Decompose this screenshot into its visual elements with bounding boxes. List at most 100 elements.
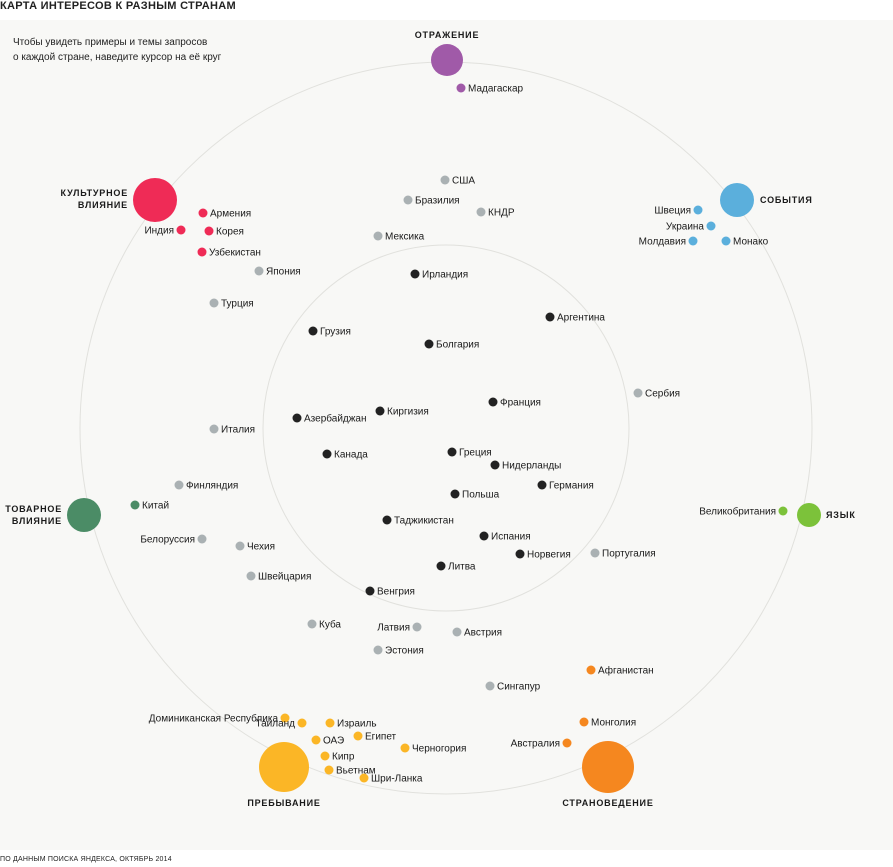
country-dot-мексика[interactable] — [373, 231, 383, 241]
country-dot-турция[interactable] — [209, 298, 219, 308]
category-label-trade: ТОВАРНОЕ — [5, 504, 62, 514]
country-label-турция: Турция — [221, 299, 254, 310]
country-dot-оаэ[interactable] — [311, 735, 321, 745]
country-label-австралия: Австралия — [511, 739, 560, 750]
category-hub-trade[interactable] — [67, 498, 101, 532]
country-dot-греция[interactable] — [447, 447, 457, 457]
country-label-молдавия: Молдавия — [639, 237, 686, 248]
country-dot-германия[interactable] — [537, 480, 547, 490]
category-label-reflection: ОТРАЖЕНИЕ — [415, 30, 480, 40]
category-hub-stay[interactable] — [259, 742, 309, 792]
country-dot-италия[interactable] — [209, 424, 219, 434]
category-hub-culture[interactable] — [133, 178, 177, 222]
country-dot-монголия[interactable] — [579, 717, 589, 727]
country-dot-литва[interactable] — [436, 561, 446, 571]
country-label-япония: Япония — [266, 267, 301, 278]
outer-ring — [79, 61, 813, 795]
country-label-австрия: Австрия — [464, 628, 502, 639]
country-dot-сербия[interactable] — [633, 388, 643, 398]
category-hub-events[interactable] — [720, 183, 754, 217]
country-dot-венгрия[interactable] — [365, 586, 375, 596]
country-dot-азербайджан[interactable] — [292, 413, 302, 423]
country-dot-чехия[interactable] — [235, 541, 245, 551]
country-label-болгария: Болгария — [436, 340, 479, 351]
country-label-нидерланды: Нидерланды — [502, 461, 561, 472]
country-dot-куба[interactable] — [307, 619, 317, 629]
country-dot-финляндия[interactable] — [174, 480, 184, 490]
country-dot-швейцария[interactable] — [246, 571, 256, 581]
country-label-сербия: Сербия — [645, 388, 680, 400]
country-dot-польша[interactable] — [450, 489, 460, 499]
country-dot-афганистан[interactable] — [586, 665, 596, 675]
country-label-грузия: Грузия — [320, 327, 351, 338]
country-label-куба: Куба — [319, 619, 341, 631]
country-label-таджикистан: Таджикистан — [394, 516, 454, 527]
country-label-германия: Германия — [549, 481, 594, 492]
category-hub-country_studies[interactable] — [582, 741, 634, 793]
country-dot-корея[interactable] — [204, 226, 214, 236]
country-dot-китай[interactable] — [130, 500, 140, 510]
country-dot-израиль[interactable] — [325, 718, 335, 728]
country-dot-сша[interactable] — [440, 175, 450, 185]
country-dot-египет[interactable] — [353, 731, 363, 741]
country-dot-украина[interactable] — [706, 221, 716, 231]
country-label-кипр: Кипр — [332, 752, 355, 763]
country-dot-узбекистан[interactable] — [197, 247, 207, 257]
country-dot-ирландия[interactable] — [410, 269, 420, 279]
country-dot-шри-ланка[interactable] — [359, 773, 369, 783]
country-dot-доминиканская-республика[interactable] — [280, 713, 290, 723]
country-dot-япония[interactable] — [254, 266, 264, 276]
country-label-киргизия: Киргизия — [387, 407, 429, 418]
country-dot-латвия[interactable] — [412, 622, 422, 632]
country-dot-вьетнам[interactable] — [324, 765, 334, 775]
country-dot-австрия[interactable] — [452, 627, 462, 637]
country-label-монголия: Монголия — [591, 718, 636, 729]
country-label-канада: Канада — [334, 450, 368, 461]
country-label-мадагаскар: Мадагаскар — [468, 84, 524, 95]
country-dot-нидерланды[interactable] — [490, 460, 500, 470]
country-label-китай: Китай — [142, 501, 169, 512]
country-dot-сингапур[interactable] — [485, 681, 495, 691]
country-label-белоруссия: Белоруссия — [140, 535, 195, 546]
country-label-греция: Греция — [459, 448, 492, 459]
country-dot-армения[interactable] — [198, 208, 208, 218]
country-label-швеция: Швеция — [654, 206, 691, 217]
country-dot-грузия[interactable] — [308, 326, 318, 336]
country-dot-индия[interactable] — [176, 225, 186, 235]
country-dot-болгария[interactable] — [424, 339, 434, 349]
country-label-египет: Египет — [365, 732, 397, 743]
country-dot-белоруссия[interactable] — [197, 534, 207, 544]
country-dot-канада[interactable] — [322, 449, 332, 459]
country-label-шри-ланка: Шри-Ланка — [371, 774, 423, 785]
country-dot-молдавия[interactable] — [688, 236, 698, 246]
category-hub-reflection[interactable] — [431, 44, 463, 76]
country-dot-монако[interactable] — [721, 236, 731, 246]
country-dot-великобритания[interactable] — [778, 506, 788, 516]
country-label-сша: США — [452, 176, 475, 187]
country-dot-португалия[interactable] — [590, 548, 600, 558]
country-dot-эстония[interactable] — [373, 645, 383, 655]
country-label-финляндия: Финляндия — [186, 481, 238, 492]
country-dot-франция[interactable] — [488, 397, 498, 407]
country-dot-таджикистан[interactable] — [382, 515, 392, 525]
source-footnote: ПО ДАННЫМ ПОИСКА ЯНДЕКСА, ОКТЯБРЬ 2014 — [0, 856, 172, 863]
country-label-украина: Украина — [666, 222, 705, 233]
country-dot-киргизия[interactable] — [375, 406, 385, 416]
country-dot-норвегия[interactable] — [515, 549, 525, 559]
country-dot-австралия[interactable] — [562, 738, 572, 748]
category-hub-language[interactable] — [797, 503, 821, 527]
country-dot-испания[interactable] — [479, 531, 489, 541]
country-dot-аргентина[interactable] — [545, 312, 555, 322]
country-dot-черногория[interactable] — [400, 743, 410, 753]
country-dot-кипр[interactable] — [320, 751, 330, 761]
country-label-литва: Литва — [448, 562, 476, 573]
country-dot-мадагаскар[interactable] — [456, 83, 466, 93]
country-dot-таиланд[interactable] — [297, 718, 307, 728]
country-dot-кндр[interactable] — [476, 207, 486, 217]
country-dot-швеция[interactable] — [693, 205, 703, 215]
country-dot-бразилия[interactable] — [403, 195, 413, 205]
category-label-stay: ПРЕБЫВАНИЕ — [247, 798, 320, 808]
country-label-афганистан: Афганистан — [598, 665, 654, 677]
country-label-черногория: Черногория — [412, 744, 466, 755]
